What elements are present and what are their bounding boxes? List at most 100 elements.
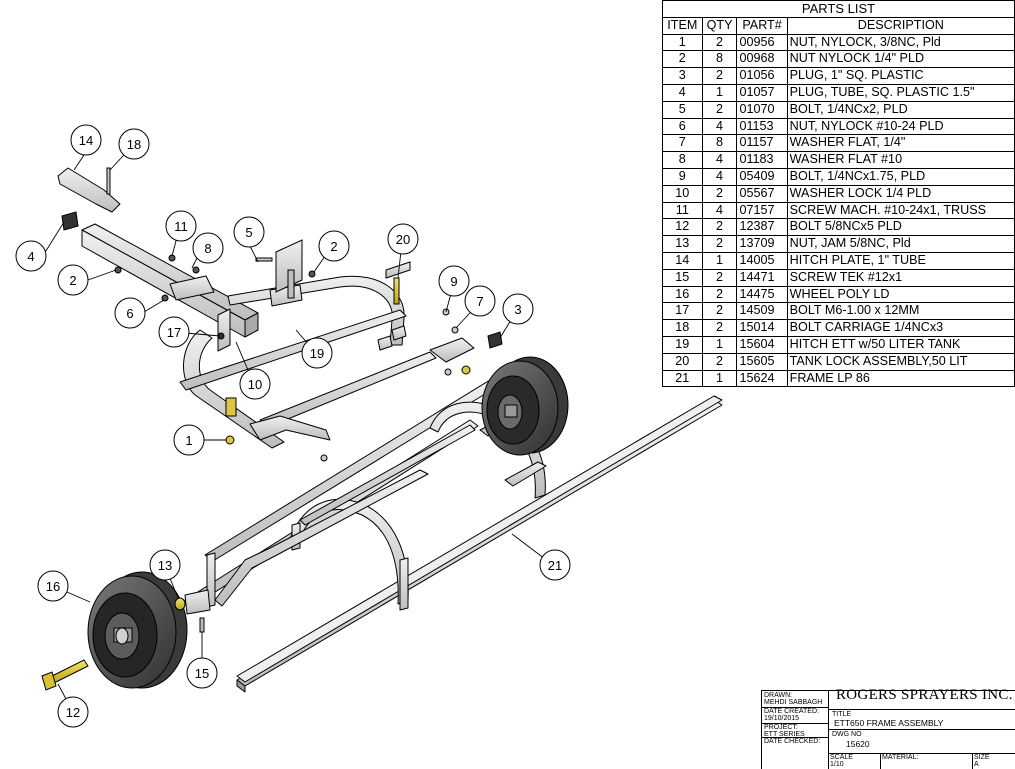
svg-text:4: 4 <box>27 249 34 264</box>
item-cell: 9 <box>662 167 703 186</box>
part-number-cell: 14005 <box>736 251 788 270</box>
balloon-21: 21 <box>539 549 571 581</box>
description-cell: NUT NYLOCK 1/4" PLD <box>786 50 1015 69</box>
parts-list-title: PARTS LIST <box>662 0 1015 18</box>
part-number-cell: 01070 <box>736 100 788 119</box>
qty-cell: 2 <box>701 268 738 287</box>
qty-cell: 4 <box>701 167 738 186</box>
description-cell: BOLT, 1/4NCx1.75, PLD <box>786 167 1015 186</box>
description-cell: NUT, NYLOCK, 3/8NC, Pld <box>786 33 1015 52</box>
description-cell: NUT, JAM 5/8NC, Pld <box>786 235 1015 253</box>
part-number-cell: 01153 <box>736 117 788 136</box>
svg-text:15: 15 <box>195 666 209 681</box>
svg-text:2: 2 <box>69 273 76 288</box>
qty-cell: 1 <box>701 369 738 388</box>
size-value: A <box>974 761 979 768</box>
item-cell: 14 <box>662 251 703 270</box>
dwg-no-value: 15620 <box>846 739 870 749</box>
item-cell: 10 <box>662 184 703 203</box>
balloon-12: 12 <box>57 696 89 728</box>
drawing-title: ETT650 FRAME ASSEMBLY <box>834 718 944 728</box>
project-value: ETT SERIES <box>764 731 805 738</box>
item-cell: 21 <box>662 369 703 388</box>
balloon-13: 13 <box>149 549 181 581</box>
item-cell: 17 <box>662 302 703 321</box>
svg-text:16: 16 <box>46 579 60 594</box>
balloon-2-left: 2 <box>57 264 89 296</box>
scale-label: SCALE <box>830 754 853 761</box>
part-number-cell: 15605 <box>736 352 788 371</box>
part-number-cell: 01157 <box>736 134 788 153</box>
balloon-10: 10 <box>239 368 271 400</box>
dwg-no-label: DWG NO <box>832 731 862 738</box>
parts-list-header-row: ITEM QTY PART# DESCRIPTION <box>662 16 1015 35</box>
balloon-15: 15 <box>186 657 218 689</box>
item-cell: 8 <box>662 151 703 169</box>
drawn-value: MEHDI SABBAGH <box>764 699 823 706</box>
title-block: DRAWN: MEHDI SABBAGH DATE CREATED: 19/10… <box>761 688 1015 769</box>
item-cell: 4 <box>662 83 703 102</box>
qty-cell: 1 <box>701 83 738 102</box>
svg-text:9: 9 <box>450 274 457 289</box>
qty-cell: 2 <box>701 235 738 253</box>
description-cell: PLUG, TUBE, SQ. PLASTIC 1.5" <box>786 83 1015 102</box>
column-header-part: PART# <box>736 16 788 35</box>
date-created-value: 19/10/2015 <box>764 715 800 722</box>
part-number-cell: 07157 <box>736 201 788 220</box>
qty-cell: 2 <box>701 100 738 119</box>
project-label: PROJECT: <box>764 724 798 731</box>
item-cell: 1 <box>662 33 703 52</box>
balloon-14: 14 <box>70 124 102 156</box>
svg-text:13: 13 <box>158 558 172 573</box>
frame-rail-part <box>236 395 723 693</box>
description-cell: BOLT, 1/4NCx2, PLD <box>786 100 1015 119</box>
hitch-assembly-part <box>57 167 475 449</box>
part-number-cell: 05567 <box>736 184 788 203</box>
description-cell: WASHER LOCK 1/4 PLD <box>786 184 1015 203</box>
balloon-4: 4 <box>15 240 47 272</box>
date-checked-label: DATE CHECKED: <box>764 738 821 745</box>
part-number-cell: 14471 <box>736 268 788 287</box>
qty-cell: 4 <box>701 117 738 136</box>
drawn-label: DRAWN: <box>764 692 793 699</box>
item-cell: 19 <box>662 335 703 354</box>
part-number-cell: 05409 <box>736 167 788 186</box>
svg-text:6: 6 <box>126 306 133 321</box>
description-cell: FRAME LP 86 <box>786 369 1015 388</box>
balloon-5: 5 <box>233 216 265 248</box>
description-cell: BOLT 5/8NCx5 PLD <box>786 218 1015 237</box>
qty-cell: 4 <box>701 201 738 220</box>
svg-text:18: 18 <box>127 137 141 152</box>
svg-text:21: 21 <box>548 558 562 573</box>
column-header-item: ITEM <box>662 16 703 35</box>
qty-cell: 2 <box>701 352 738 371</box>
svg-text:14: 14 <box>79 133 93 148</box>
balloon-16: 16 <box>37 570 69 602</box>
description-cell: HITCH PLATE, 1" TUBE <box>786 251 1015 270</box>
part-number-cell: 15604 <box>736 335 788 354</box>
qty-cell: 2 <box>701 302 738 321</box>
balloon-17: 17 <box>158 316 190 348</box>
item-cell: 11 <box>662 201 703 220</box>
description-cell: WHEEL POLY LD <box>786 285 1015 304</box>
svg-text:20: 20 <box>396 232 410 247</box>
balloon-11: 11 <box>165 210 197 242</box>
item-cell: 5 <box>662 100 703 119</box>
qty-cell: 1 <box>701 335 738 354</box>
size-label: SIZE <box>974 754 990 761</box>
item-cell: 2 <box>662 50 703 69</box>
balloon-18: 18 <box>118 128 150 160</box>
part-number-cell: 12387 <box>736 218 788 237</box>
part-number-cell: 14509 <box>736 302 788 321</box>
